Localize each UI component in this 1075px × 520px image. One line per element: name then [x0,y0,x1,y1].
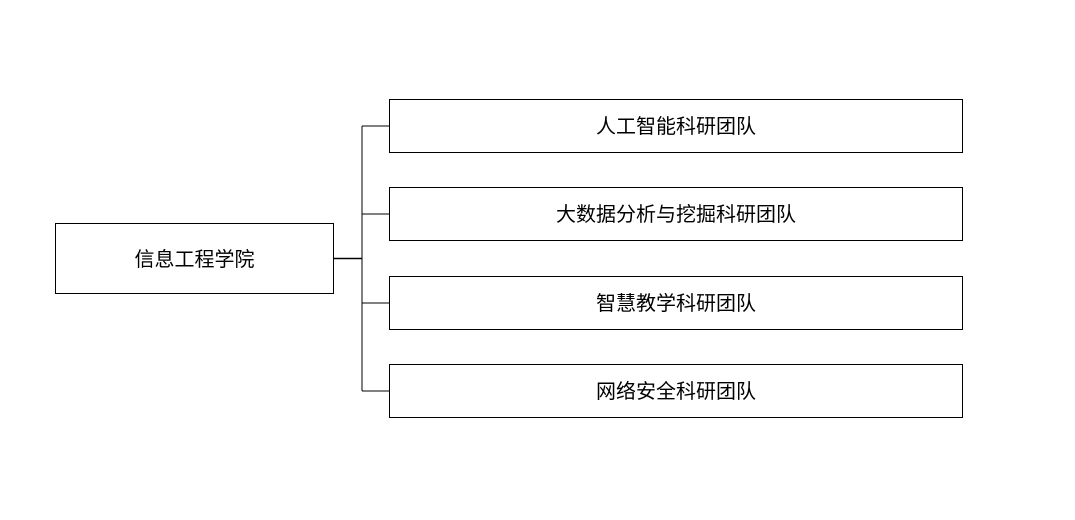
child-node-label: 智慧教学科研团队 [596,291,756,315]
child-node-label: 网络安全科研团队 [596,379,756,403]
root-node: 信息工程学院 [55,223,334,294]
child-node-smart-teaching-team: 智慧教学科研团队 [389,276,963,330]
child-node-ai-team: 人工智能科研团队 [389,99,963,153]
child-node-label: 大数据分析与挖掘科研团队 [556,202,796,226]
root-node-label: 信息工程学院 [134,246,255,271]
child-node-label: 人工智能科研团队 [596,114,756,138]
child-node-big-data-team: 大数据分析与挖掘科研团队 [389,187,963,241]
child-node-network-security-team: 网络安全科研团队 [389,364,963,418]
